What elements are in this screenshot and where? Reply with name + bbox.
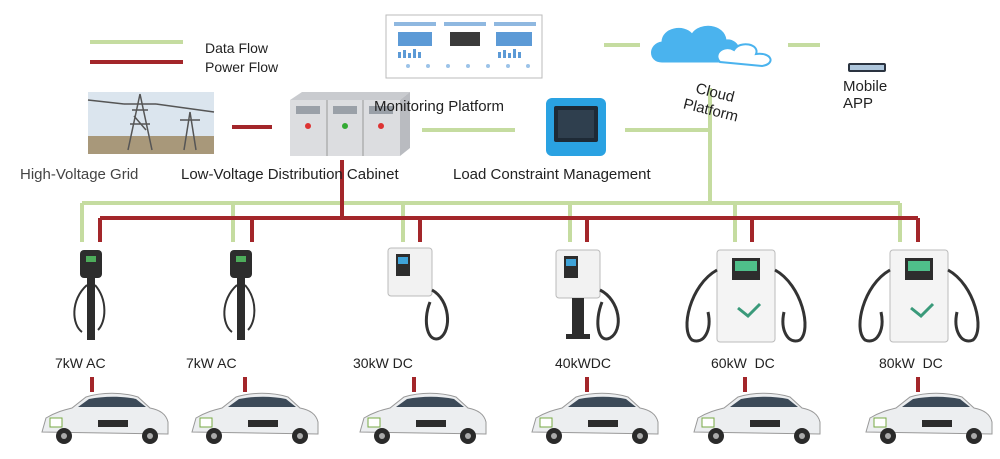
legend-data-flow-label: Data Flow — [205, 40, 269, 56]
car-image — [359, 392, 487, 444]
load-management-device-image — [546, 98, 606, 156]
monitoring-platform-label: Monitoring Platform — [374, 98, 505, 115]
ac-charger-pole-2 — [223, 250, 256, 340]
mobile-label-line2: APP — [843, 95, 874, 112]
dc-wall-charger-30kw — [387, 247, 450, 341]
ac-charger-pole-1 — [73, 250, 106, 340]
car-image — [865, 392, 993, 444]
high-voltage-grid-image — [87, 92, 215, 154]
dc-cabinet-charger-60kw — [685, 249, 807, 343]
mobile-app-label: Mobile APP — [843, 78, 887, 112]
mobile-device-icon — [848, 63, 886, 72]
data-flow-lines — [80, 43, 902, 242]
power-flow-lines — [90, 125, 920, 392]
charger-label: 80kW DC — [879, 355, 943, 371]
car-image — [693, 392, 821, 444]
distribution-cabinet-image — [290, 92, 410, 156]
load-constraint-label: Load Constraint Management — [453, 166, 651, 183]
electric-cars — [41, 392, 993, 444]
charger-label: 30kW DC — [353, 355, 413, 371]
cloud-icon — [651, 25, 772, 68]
charger-label: 7kW AC — [55, 355, 106, 371]
legend-power-flow-label: Power Flow — [205, 59, 279, 75]
dc-pedestal-charger-40kw — [555, 249, 620, 341]
car-image — [41, 392, 169, 444]
monitoring-dashboard-image — [385, 14, 543, 79]
car-image — [531, 392, 659, 444]
charger-label: 60kW DC — [711, 355, 775, 371]
dc-cabinet-charger-80kw — [858, 249, 980, 343]
mobile-label-line1: Mobile — [843, 78, 888, 95]
high-voltage-grid-label: High-Voltage Grid — [20, 166, 139, 183]
distribution-cabinet-label: Low-Voltage Distribution Cabinet — [181, 166, 399, 183]
car-image — [191, 392, 319, 444]
charger-label: 40kWDC — [555, 355, 612, 371]
charger-label: 7kW AC — [186, 355, 237, 371]
